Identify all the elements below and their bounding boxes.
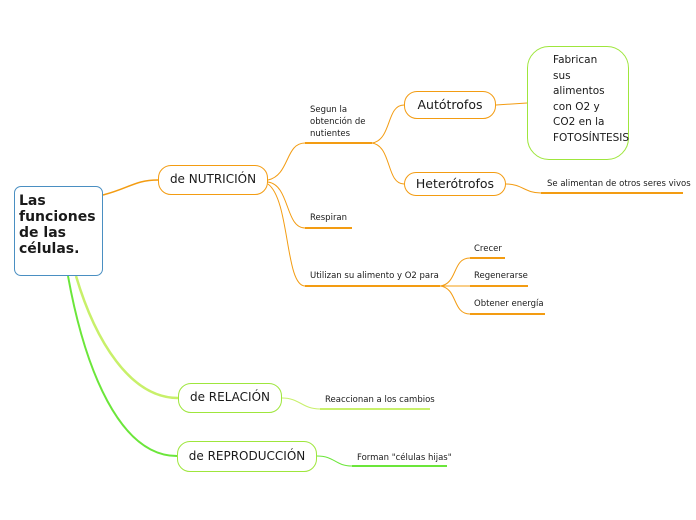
link-root-reproduccion <box>67 275 178 457</box>
autotrofos-description-node[interactable]: Fabrican sus alimentos con O2 y CO2 en l… <box>527 46 629 160</box>
nutricion-node[interactable]: de NUTRICIÓN <box>158 165 268 195</box>
heterotrofos-description-label[interactable]: Se alimentan de otros seres vivos <box>547 179 691 189</box>
link-uti-energia <box>439 285 471 315</box>
reproduccion-node[interactable]: de REPRODUCCIÓN <box>177 441 317 472</box>
link-rep-desc <box>316 455 353 467</box>
link-rel-desc <box>281 397 321 410</box>
link-nut-obtencion <box>267 142 306 181</box>
reproduccion-description-label[interactable]: Forman "células hijas" <box>357 453 452 463</box>
crecer-label[interactable]: Crecer <box>474 244 502 254</box>
link-aut-fab <box>495 102 528 106</box>
relacion-description-label[interactable]: Reaccionan a los cambios <box>325 395 435 405</box>
obtencion-label[interactable]: Segun la obtención de nutientes <box>310 105 366 139</box>
regenerarse-label[interactable]: Regenerarse <box>474 271 528 281</box>
link-het-desc <box>505 183 542 194</box>
energia-label[interactable]: Obtener energía <box>474 299 544 309</box>
root-node[interactable]: Las funciones de las células. <box>14 186 103 276</box>
link-obt-aut <box>371 104 405 144</box>
link-nut-respiran <box>267 181 306 229</box>
link-root-relacion <box>74 275 179 400</box>
autotrofos-node[interactable]: Autótrofos <box>404 91 496 119</box>
relacion-node[interactable]: de RELACIÓN <box>178 383 282 413</box>
link-uti-crecer <box>439 257 471 287</box>
heterotrofos-node[interactable]: Heterótrofos <box>404 172 506 196</box>
link-root-nutricion <box>102 179 159 196</box>
link-obt-het <box>371 142 405 185</box>
utilizan-label[interactable]: Utilizan su alimento y O2 para <box>310 271 439 281</box>
link-nut-utilizan <box>267 183 306 287</box>
respiran-label[interactable]: Respiran <box>310 213 348 223</box>
